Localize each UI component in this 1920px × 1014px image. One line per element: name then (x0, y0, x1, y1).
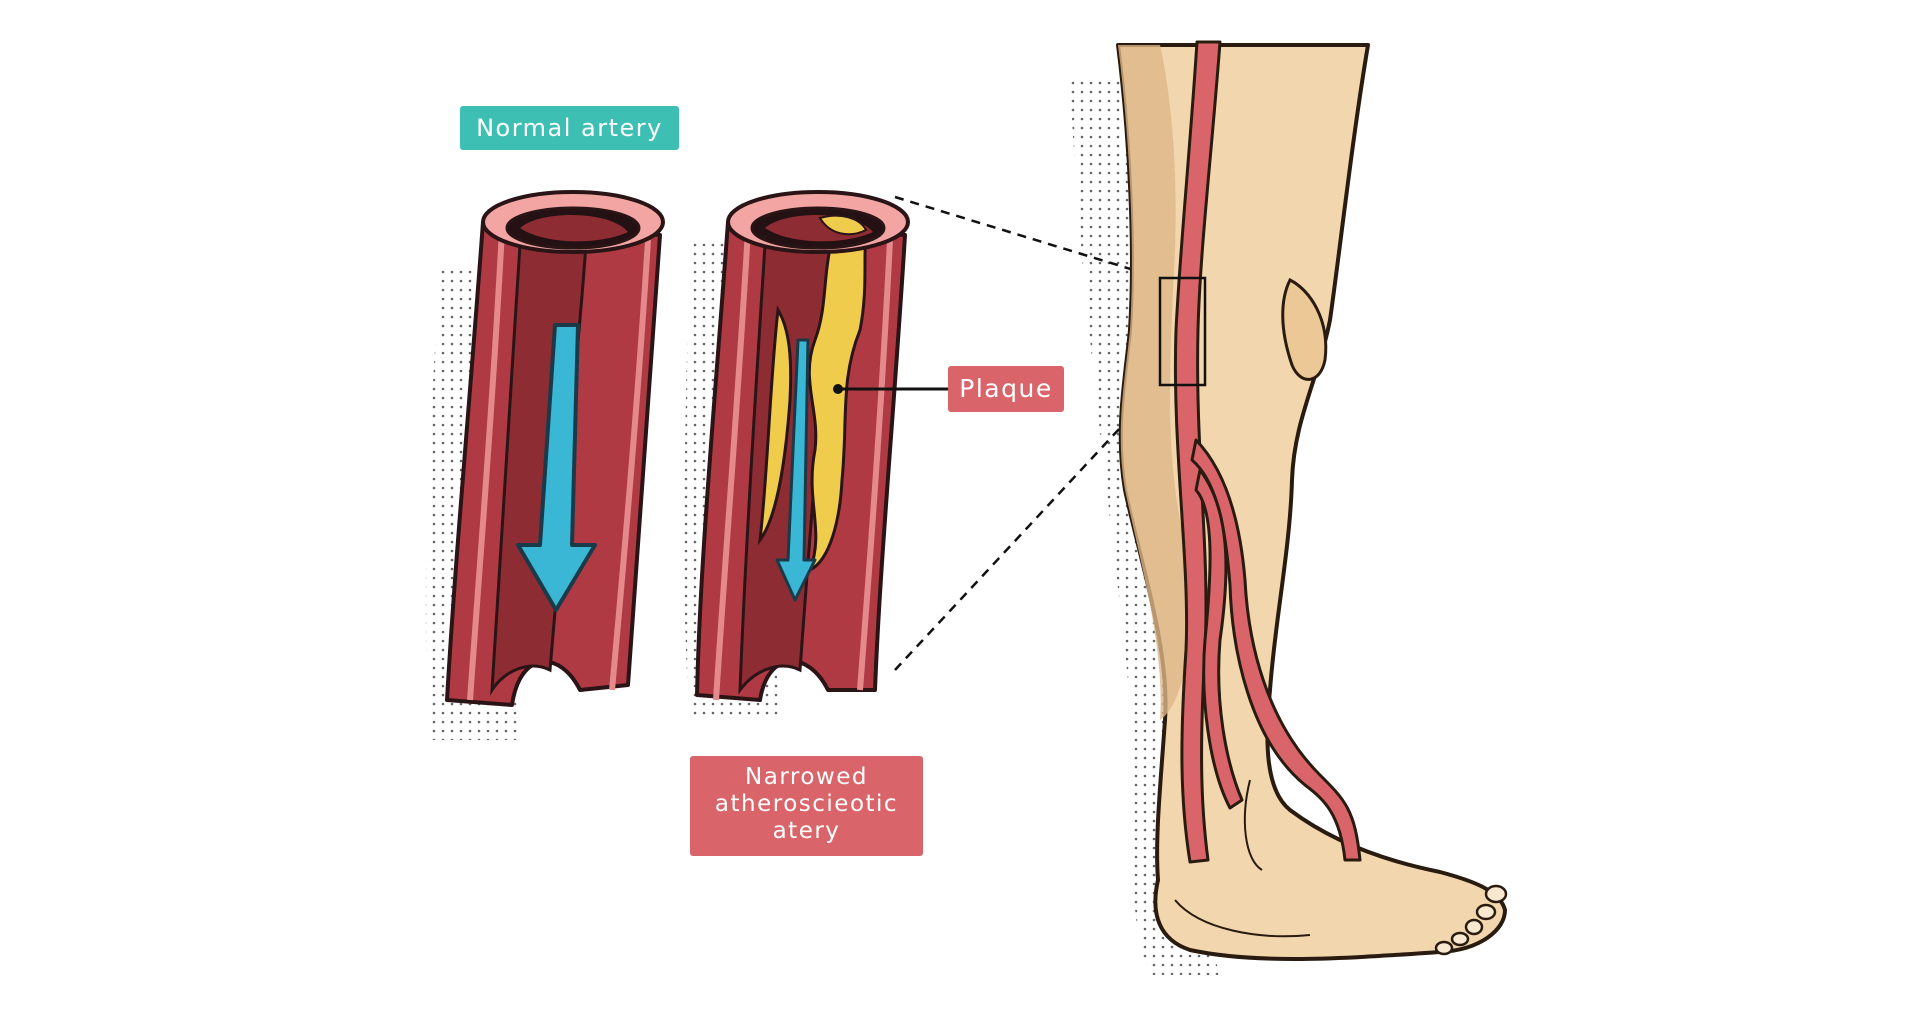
plaque-label: Plaque (948, 366, 1064, 412)
zoom-lines (894, 195, 1161, 671)
leg-arteries (1173, 40, 1362, 864)
normal-artery (445, 190, 665, 707)
narrowed-label-line-2: atheroscieotic (714, 791, 899, 817)
zoom-box (1158, 276, 1207, 387)
narrowed-label-line-1: Narrowed (745, 764, 868, 790)
narrowed-artery (695, 190, 910, 702)
leg (1116, 43, 1508, 961)
knee (1281, 277, 1328, 381)
reduced-flow-arrow-icon (775, 338, 817, 602)
narrowed-artery-label: Narrowed atheroscieotic atery (690, 756, 923, 856)
flow-arrow-icon (516, 323, 597, 612)
toes (1434, 884, 1508, 956)
narrowed-label-line-3: atery (772, 818, 841, 844)
normal-artery-label: Normal artery (460, 106, 679, 150)
